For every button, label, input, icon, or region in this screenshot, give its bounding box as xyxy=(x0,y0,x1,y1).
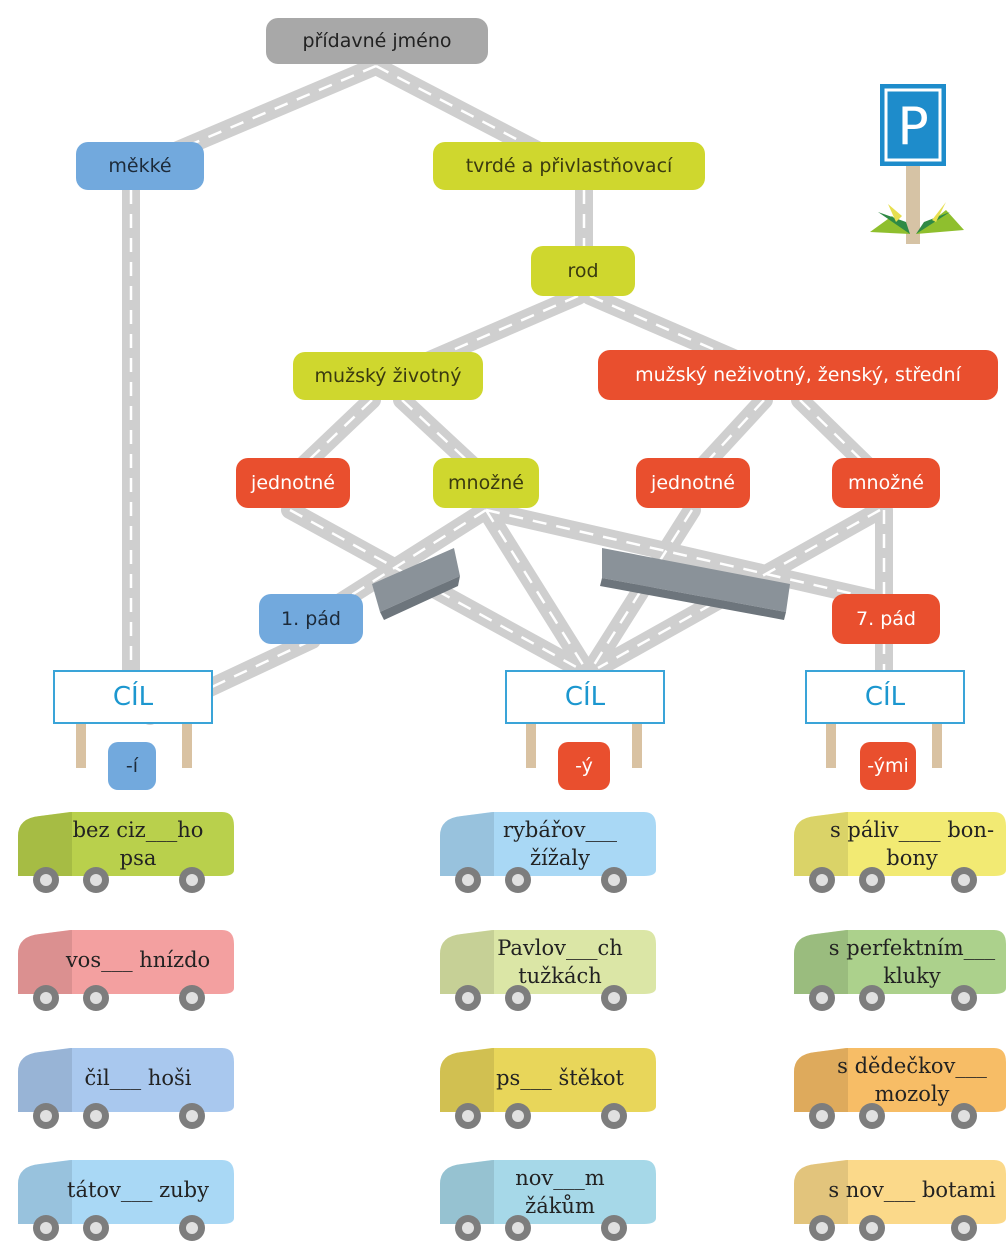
van-phrase: ps___ štěkot xyxy=(496,1066,624,1090)
van-phrase: nov___m žákům xyxy=(515,1166,605,1218)
goal-post xyxy=(76,724,86,768)
van-phrase: čil___ hoši xyxy=(84,1066,192,1090)
goal-post xyxy=(932,724,942,768)
node-singular-right: jednotné xyxy=(636,458,750,508)
node-plural-left: množné xyxy=(433,458,539,508)
van-phrase: s dědečkov___ mozoly xyxy=(837,1054,987,1106)
parking-sign-icon: P xyxy=(870,84,964,244)
van-phrase: s páliv____ bon- bony xyxy=(829,818,995,870)
van-phrase: bez ciz___ho psa xyxy=(72,818,204,870)
van-phrase: s perfektním___ kluky xyxy=(828,936,996,988)
node-masc-animate: mužský životný xyxy=(293,352,483,400)
ending-i-badge: -í xyxy=(108,742,156,790)
van-left-3: čil___ hoši xyxy=(10,1046,236,1134)
svg-text:P: P xyxy=(897,97,928,157)
van-phrase: s nov___ botami xyxy=(828,1178,996,1202)
van-middle-4: nov___m žákům xyxy=(432,1158,658,1246)
node-other-genders: mužský neživotný, ženský, střední xyxy=(598,350,998,400)
van-phrase: rybářov___ žížaly xyxy=(503,818,617,870)
goal-post xyxy=(182,724,192,768)
node-hard: tvrdé a přivlastňovací xyxy=(433,142,705,190)
node-singular-left: jednotné xyxy=(236,458,350,508)
van-middle-3: ps___ štěkot xyxy=(432,1046,658,1134)
van-phrase: vos___ hnízdo xyxy=(65,948,211,972)
van-middle-1: rybářov___ žížaly xyxy=(432,810,658,898)
ending-ymi-badge: -ými xyxy=(860,742,916,790)
node-plural-right: množné xyxy=(832,458,940,508)
node-case-1: 1. pád xyxy=(259,594,363,644)
bridge-right xyxy=(600,548,790,620)
node-gender: rod xyxy=(531,246,635,296)
van-right-2: s perfektním___ kluky xyxy=(786,928,1008,1016)
title-node: přídavné jméno xyxy=(266,18,488,64)
goal-post xyxy=(526,724,536,768)
van-phrase: Pavlov___ch tužkách xyxy=(497,936,623,988)
node-case-7: 7. pád xyxy=(832,594,940,644)
van-phrase: tátov___ zuby xyxy=(67,1178,209,1202)
van-left-1: bez ciz___ho psa xyxy=(10,810,236,898)
node-soft: měkké xyxy=(76,142,204,190)
van-right-1: s páliv____ bon- bony xyxy=(786,810,1008,898)
goal-sign-left: CÍL xyxy=(53,670,213,724)
van-left-4: tátov___ zuby xyxy=(10,1158,236,1246)
van-right-3: s dědečkov___ mozoly xyxy=(786,1046,1008,1134)
bridge-left xyxy=(372,548,460,620)
goal-post xyxy=(632,724,642,768)
van-left-2: vos___ hnízdo xyxy=(10,928,236,1016)
goal-sign-middle: CÍL xyxy=(505,670,665,724)
goal-sign-right: CÍL xyxy=(805,670,965,724)
goal-post xyxy=(826,724,836,768)
ending-y-badge: -ý xyxy=(558,742,610,790)
van-right-4: s nov___ botami xyxy=(786,1158,1008,1246)
van-middle-2: Pavlov___ch tužkách xyxy=(432,928,658,1016)
